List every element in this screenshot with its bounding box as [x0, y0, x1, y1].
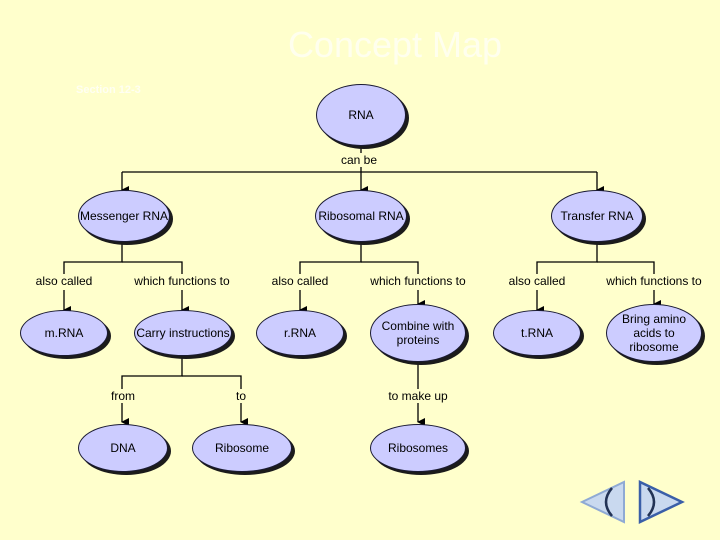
connector	[536, 240, 598, 280]
node-ribosomal-rna: Ribosomal RNA	[315, 190, 407, 242]
node-ribosome: Ribosome	[192, 424, 292, 472]
node-mrna: m.RNA	[20, 310, 108, 356]
connector	[121, 354, 183, 390]
link-can-be: can be	[338, 153, 380, 167]
node-bring-amino-acids: Bring amino acids to ribosome	[606, 304, 702, 362]
node-ribosomes: Ribosomes	[370, 424, 466, 472]
section-label: Section 12-3	[76, 84, 141, 96]
node-combine-with-proteins: Combine with proteins	[370, 304, 466, 362]
link-also-called-messenger: also called	[33, 274, 95, 288]
node-messenger-rna: Messenger RNA	[78, 190, 170, 242]
node-rna: RNA	[316, 84, 406, 146]
node-trna: t.RNA	[493, 310, 581, 356]
forward-arrow-icon[interactable]	[634, 480, 686, 524]
link-which-functions-transfer: which functions to	[604, 274, 704, 288]
connector	[299, 240, 362, 280]
link-which-functions-ribosomal: which functions to	[368, 274, 468, 288]
back-arrow-icon[interactable]	[578, 480, 628, 524]
node-rrna: r.RNA	[256, 310, 344, 356]
link-which-functions-messenger: which functions to	[132, 274, 232, 288]
node-carry-instructions: Carry instructions	[134, 310, 232, 356]
link-to-make-up: to make up	[386, 389, 450, 403]
link-also-called-ribosomal: also called	[269, 274, 331, 288]
link-to: to	[233, 389, 249, 403]
node-transfer-rna: Transfer RNA	[551, 190, 643, 242]
node-dna: DNA	[78, 424, 168, 472]
link-from: from	[109, 389, 137, 403]
connector	[63, 240, 123, 280]
connector	[182, 375, 242, 390]
link-also-called-transfer: also called	[506, 274, 568, 288]
slide-title: Concept Map	[287, 24, 503, 65]
